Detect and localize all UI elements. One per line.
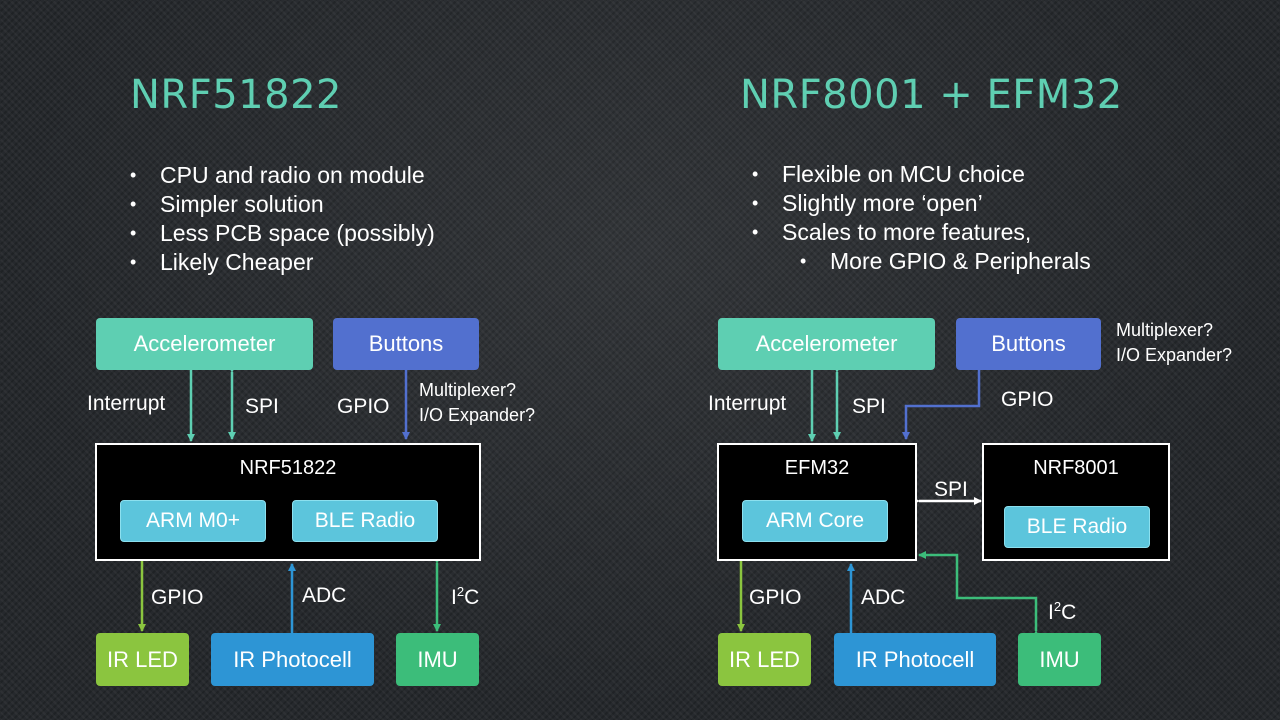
gpio-label: GPIO [151, 586, 204, 609]
bullet-item: Less PCB space (possibly) [130, 219, 435, 248]
i2c-label: I2C [451, 584, 480, 609]
nrf8001-chip-block: NRF8001 BLE Radio [982, 443, 1170, 561]
chip-label: NRF8001 [1033, 457, 1119, 479]
note-line: I/O Expander? [1116, 345, 1233, 365]
adc-label: ADC [302, 584, 347, 607]
ir-led-block: IR LED [96, 633, 189, 686]
bullet-item: Simpler solution [130, 190, 435, 219]
note-line: I/O Expander? [419, 405, 536, 425]
bullet-item: Slightly more ‘open’ [752, 189, 1091, 218]
gpio-label: GPIO [337, 395, 390, 418]
imu-block: IMU [1018, 633, 1101, 686]
chip-label: NRF51822 [239, 457, 337, 479]
note-line: Multiplexer? [419, 380, 517, 400]
ble-radio-block: BLE Radio [1004, 506, 1150, 548]
gpio-label: GPIO [1001, 388, 1054, 411]
imu-i2c-line [918, 551, 1040, 638]
ir-photocell-block: IR Photocell [834, 633, 996, 686]
sub-bullet-item: More GPIO & Peripherals [752, 247, 1091, 276]
interrupt-label: Interrupt [87, 392, 166, 415]
efm32-chip-block: EFM32 ARM Core [717, 443, 917, 561]
spi-label: SPI [245, 395, 279, 418]
spi-label: SPI [852, 395, 886, 418]
bullet-item: Flexible on MCU choice [752, 160, 1091, 189]
ir-led-block: IR LED [718, 633, 811, 686]
i2c-label: I2C [1048, 599, 1077, 624]
left-title: NRF51822 [130, 72, 342, 118]
buttons-block: Buttons [333, 318, 479, 370]
arm-core-block: ARM Core [742, 500, 888, 542]
right-bullet-list: Flexible on MCU choice Slightly more ‘op… [752, 160, 1091, 276]
bullet-item: Likely Cheaper [130, 248, 435, 277]
buttons-block: Buttons [956, 318, 1101, 370]
ble-radio-block: BLE Radio [292, 500, 438, 542]
expander-note: Multiplexer? I/O Expander? [419, 378, 535, 428]
expander-note: Multiplexer? I/O Expander? [1116, 318, 1232, 368]
accelerometer-block: Accelerometer [96, 318, 313, 370]
buttons-gpio-line [902, 370, 981, 440]
ir-photocell-block: IR Photocell [211, 633, 374, 686]
gpio-label: GPIO [749, 586, 802, 609]
bullet-item: CPU and radio on module [130, 161, 435, 190]
accelerometer-block: Accelerometer [718, 318, 935, 370]
right-title: NRF8001 + EFM32 [740, 72, 1123, 118]
arm-m0-block: ARM M0+ [120, 500, 266, 542]
spi-link-label: SPI [934, 478, 968, 501]
interrupt-label: Interrupt [708, 392, 787, 415]
adc-label: ADC [861, 586, 906, 609]
left-bullet-list: CPU and radio on module Simpler solution… [130, 161, 435, 277]
imu-block: IMU [396, 633, 479, 686]
nrf51822-chip-block: NRF51822 ARM M0+ BLE Radio [95, 443, 481, 561]
bullet-item: Scales to more features, [752, 218, 1091, 247]
note-line: Multiplexer? [1116, 320, 1214, 340]
chip-label: EFM32 [784, 457, 850, 479]
